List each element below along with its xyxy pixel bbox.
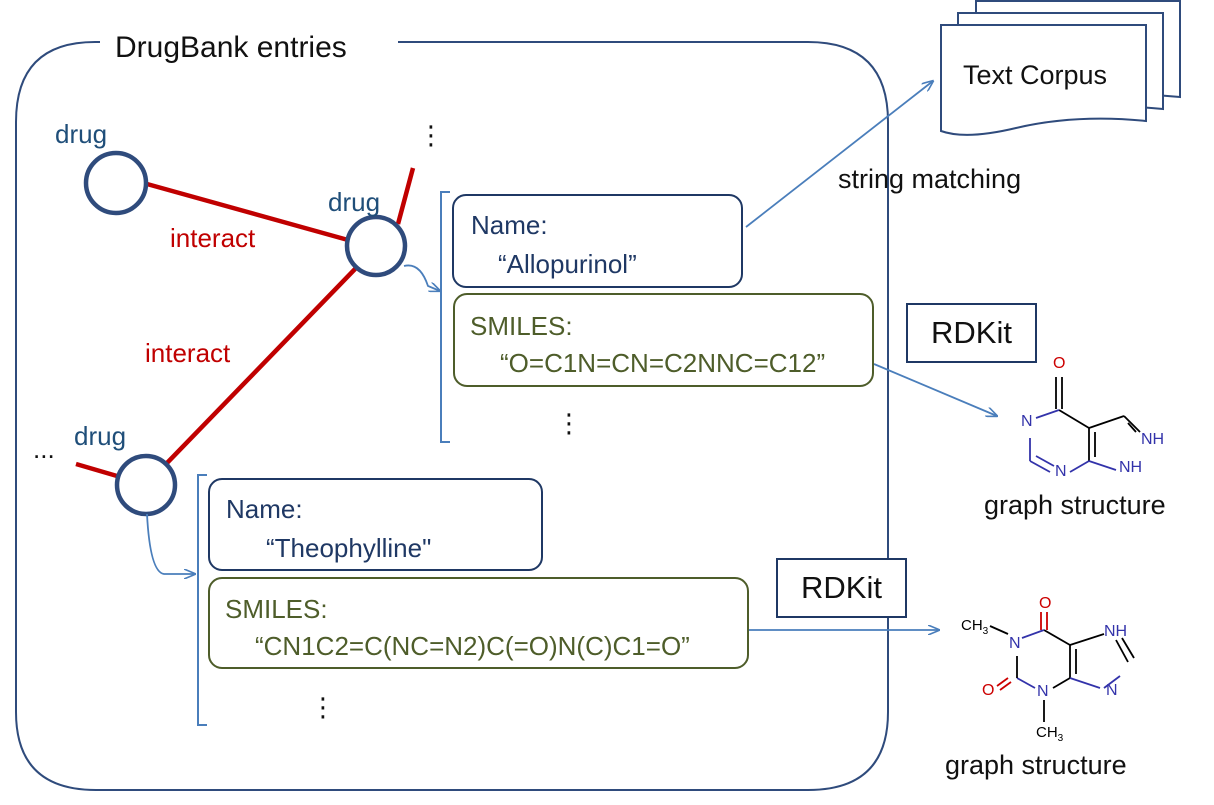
- allopurinol-nitrogen-2: N: [1055, 463, 1067, 480]
- entry1-smiles-box: SMILES: “O=C1N=CN=C2NNC=C12”: [453, 293, 874, 387]
- allopurinol-oxygen: O: [1053, 355, 1066, 372]
- entry1-bracket: [440, 191, 450, 443]
- drug-node-3: [114, 453, 178, 517]
- theophylline-graph-label: graph structure: [945, 750, 1127, 780]
- entry1-name-box: Name: “Allopurinol”: [452, 194, 743, 288]
- entry1-more-fields: ⋮: [556, 408, 582, 438]
- entry2-smiles-value: “CN1C2=C(NC=N2)C(=O)N(C)C1=O”: [255, 631, 690, 661]
- theophylline-nitrogen-3: N: [1106, 682, 1118, 699]
- allopurinol-nitrogen-1: N: [1021, 413, 1033, 430]
- entry1-name-value: “Allopurinol”: [498, 249, 637, 279]
- theophylline-oxygen-1: O: [1039, 595, 1052, 612]
- node3-to-entry2-arrow: [146, 513, 195, 574]
- entry2-name-value: “Theophylline": [266, 533, 432, 563]
- interact-edge-3: [395, 167, 416, 225]
- rdkit-box-1: RDKit: [906, 303, 1037, 363]
- theophylline-nitrogen-2: N: [1037, 683, 1049, 700]
- allopurinol-graph-label: graph structure: [984, 490, 1166, 520]
- entry1-smiles-key: SMILES:: [470, 311, 573, 341]
- container-title: DrugBank entries: [115, 31, 347, 64]
- drug-node-1: [83, 150, 149, 216]
- interact-edge-1: [146, 181, 349, 243]
- interact-label-2: interact: [145, 338, 231, 368]
- entry1-smiles-value: “O=C1N=CN=C2NNC=C12”: [500, 348, 826, 378]
- rdkit-arrow-1: [873, 363, 997, 416]
- node2-to-entry1-arrow: [403, 264, 440, 291]
- entry2-smiles-box: SMILES: “CN1C2=C(NC=N2)C(=O)N(C)C1=O”: [208, 577, 749, 669]
- drug-node-1-label: drug: [55, 119, 108, 149]
- entry1-name-key: Name:: [471, 210, 548, 240]
- string-matching-arrow: [745, 81, 933, 228]
- entry2-more-fields: ⋮: [310, 692, 336, 722]
- entry2-name-box: Name: “Theophylline": [208, 478, 543, 571]
- theophylline-methyl-1: CH3: [961, 617, 989, 637]
- interact-label-1: interact: [170, 223, 256, 253]
- allopurinol-nh-1: NH: [1141, 431, 1165, 448]
- graph-continues-left-ellipsis: ...: [33, 434, 55, 464]
- theophylline-molecule: [989, 612, 1135, 722]
- entry2-smiles-key: SMILES:: [225, 594, 328, 624]
- drug-node-3-label: drug: [74, 421, 127, 451]
- theophylline-oxygen-2: O: [982, 682, 995, 699]
- string-matching-label: string matching: [838, 164, 1022, 194]
- entry2-name-key: Name:: [226, 494, 303, 524]
- interact-edge-2: [165, 266, 358, 465]
- theophylline-methyl-2: CH3: [1036, 724, 1064, 744]
- text-corpus-icon: [940, 0, 1181, 136]
- rdkit-box-2: RDKit: [776, 558, 907, 618]
- container-outline: [15, 41, 889, 791]
- theophylline-nh: NH: [1104, 623, 1128, 640]
- drug-node-2: [344, 214, 408, 278]
- drug-node-2-label: drug: [328, 187, 381, 217]
- interact-edge-4: [75, 461, 118, 479]
- allopurinol-nh-2: NH: [1119, 459, 1143, 476]
- text-corpus-label: Text Corpus: [963, 60, 1108, 90]
- allopurinol-molecule: [1029, 377, 1141, 473]
- theophylline-nitrogen-1: N: [1009, 635, 1021, 652]
- graph-continues-ellipsis: ⋮: [418, 120, 444, 150]
- entry2-bracket: [197, 474, 207, 726]
